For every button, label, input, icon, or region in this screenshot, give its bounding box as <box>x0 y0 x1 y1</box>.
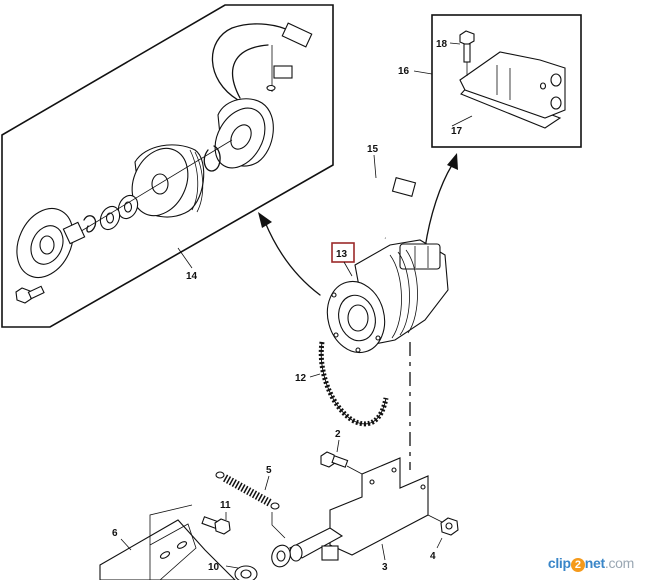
callout-18: 18 <box>436 39 448 50</box>
callout-17: 17 <box>451 126 463 137</box>
callout-10: 10 <box>208 562 220 573</box>
callout-14: 14 <box>186 271 198 282</box>
spring-5: 5 <box>215 465 286 539</box>
inset-manifold: 18 17 <box>431 14 582 148</box>
watermark-badge: 2 <box>570 558 585 572</box>
bushing-10: 10 <box>208 544 291 580</box>
clutch-pulley <box>131 144 205 218</box>
clip <box>83 215 97 233</box>
bracket-3: 3 <box>289 457 429 573</box>
callout-3: 3 <box>382 562 388 573</box>
callout-16: 16 <box>398 66 410 77</box>
callout-13: 13 <box>336 249 348 260</box>
manifold-block <box>459 51 566 119</box>
bolt-11: 11 <box>201 500 231 535</box>
callout-15: 15 <box>367 144 379 155</box>
callout-12: 12 <box>295 373 307 384</box>
wire-connector <box>281 22 313 48</box>
belt-12: 12 <box>295 341 389 427</box>
bolt-2: 2 <box>320 429 363 475</box>
callout-5: 5 <box>266 465 272 476</box>
wire-terminal <box>273 65 293 79</box>
watermark-text: clip <box>547 555 571 571</box>
compressor-13 <box>326 239 449 354</box>
plate-6: 6 <box>99 504 236 580</box>
clutch-coil <box>214 98 274 169</box>
watermark-text: net <box>584 555 605 571</box>
callout-13-highlight <box>331 242 355 263</box>
leader-arrow-14 <box>264 221 321 296</box>
watermark-domain: .com <box>604 555 634 571</box>
nut-4: 4 <box>427 514 459 562</box>
clutch-hub-plate <box>16 208 86 278</box>
harness-15: 15 <box>355 144 417 240</box>
hub-bolt <box>15 285 45 304</box>
clutch-wire <box>211 23 293 101</box>
callout-6: 6 <box>112 528 118 539</box>
snap-ring <box>203 145 221 172</box>
callout-11: 11 <box>220 500 231 511</box>
bolt-18 <box>459 30 475 76</box>
callout-2: 2 <box>335 429 341 440</box>
inset-clutch-assembly: 14 <box>1 4 334 328</box>
callout-4: 4 <box>430 551 436 562</box>
leader-arrow-16 <box>424 164 453 249</box>
